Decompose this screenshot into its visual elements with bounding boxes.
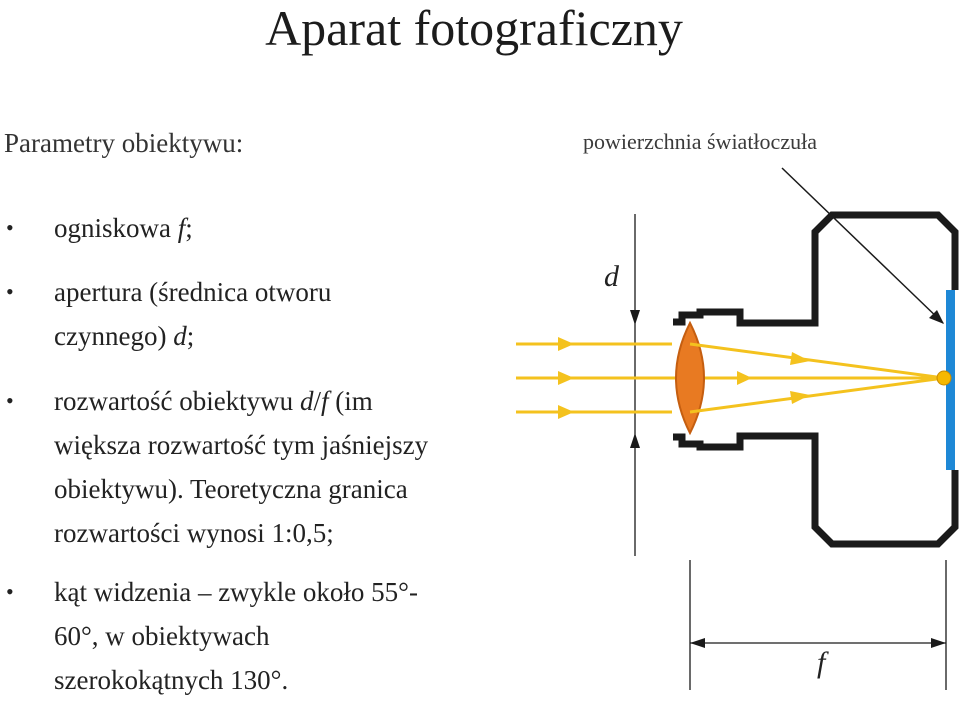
text-run: / [313,386,321,416]
bullet-line: większa rozwartość tym jaśniejszy [54,423,560,467]
text-run: obiektywu). Teoretyczna granica [54,474,408,504]
text-run: rozwartości wynosi 1:0,5; [54,518,334,548]
focal-label: f [817,646,829,679]
page-title: Aparat fotograficzny [265,0,683,56]
bullet-text: rozwartość obiektywu d/f (im większa rozw… [54,379,560,555]
aperture-label: d [604,260,620,293]
focal-arrow-right-icon [931,638,946,648]
sensor-label: powierzchnia światłoczuła [583,129,817,154]
aperture-arrow-bottom-icon [630,433,640,448]
ray-arrow-icon [558,405,574,419]
ray-arrow-icon [737,371,752,385]
bullet-line: obiektywu). Teoretyczna granica [54,467,560,511]
text-run: ogniskowa [54,213,178,243]
aperture-arrow-top-icon [630,310,640,325]
bullet-line: szerokokątnych 130°. [54,658,560,702]
converging-ray-top [689,342,945,380]
bullet-line: rozwartość obiektywu d/f (im [54,379,560,423]
bullet-text: apertura (średnica otworu czynnego) d; [54,270,560,358]
text-run: apertura (średnica otworu [54,277,332,307]
params-heading: Parametry obiektywu: [4,128,244,158]
focal-arrow-left-icon [690,638,705,648]
bullet-relative-aperture: • rozwartość obiektywu d/f (im większa ro… [0,379,560,555]
converging-ray-bottom [689,376,945,414]
ray-arrow-icon [558,371,574,385]
bullet-dot-icon: • [6,215,14,240]
bullet-dot-icon: • [6,388,14,413]
math-symbol: d [173,321,187,351]
math-symbol: d [299,386,314,416]
ray-arrow-icon [558,337,574,351]
bullet-line: apertura (średnica otworu [54,270,560,314]
camera-body-top [673,211,959,327]
text-run: kąt widzenia – zwykle około 55°- [54,577,418,607]
camera-body-bottom [673,432,959,548]
bullet-line: ogniskowa f; [54,206,560,250]
bullet-line: kąt widzenia – zwykle około 55°- [54,570,560,614]
bullet-focal-length: • ogniskowa f; [0,206,560,250]
lens [675,320,705,436]
math-symbol: f [320,386,329,416]
bullet-dot-icon: • [6,279,14,304]
sensor-pointer-arrow-icon [929,310,944,324]
text-run: ; [186,321,195,351]
math-symbol: f [177,213,186,243]
ray-arrow-icon [790,352,810,365]
text-run: 60°, w obiektywach [54,621,270,651]
text-run: większa rozwartość tym jaśniejszy [54,430,429,460]
text-run: czynnego) [54,321,174,351]
sensor-pointer-line [781,167,944,324]
bullet-text: ogniskowa f; [54,206,560,250]
bullet-text: kąt widzenia – zwykle około 55°- 60°, w o… [54,570,560,702]
text-run: (im [328,386,373,416]
bullet-line: rozwartości wynosi 1:0,5; [54,511,560,555]
bullet-line: czynnego) d; [54,314,560,358]
bullet-line: 60°, w obiektywach [54,614,560,658]
ray-arrow-icon [790,391,810,404]
bullet-dot-icon: • [6,579,14,604]
text-run: ; [185,213,193,243]
bullet-field-of-view: • kąt widzenia – zwykle około 55°- 60°, w… [0,570,560,702]
text-run: szerokokątnych 130°. [54,665,289,695]
bullet-aperture: • apertura (średnica otworu czynnego) d; [0,270,560,358]
focal-point [936,370,952,386]
text-run: rozwartość obiektywu [54,386,300,416]
